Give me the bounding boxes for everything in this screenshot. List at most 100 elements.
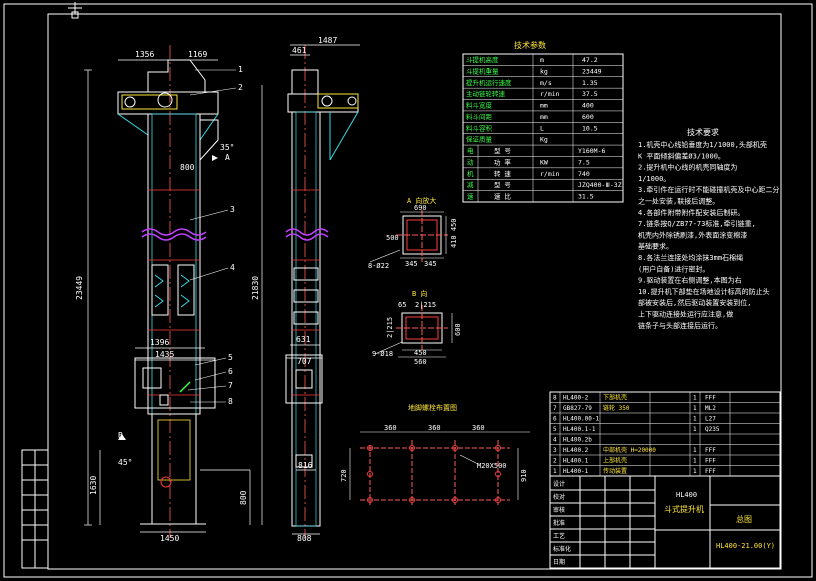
param-value: 47.2 (582, 56, 598, 64)
tech-req-line: 9.驱动装置在右侧调整,本图为右 (638, 276, 742, 285)
foundation-bolt: M20X500 (477, 462, 507, 470)
foundation-720: 720 (340, 469, 348, 482)
bom-code: HL400.1 (563, 458, 589, 465)
motor-name: 型 号 (494, 180, 511, 189)
bom-qty: 1 (693, 395, 697, 402)
title-cell: 批准 (553, 519, 565, 527)
bom-code: HL400.2b (563, 437, 592, 444)
bom-name: 链轮 350 (603, 404, 630, 412)
bom-code: HL400-1 (563, 468, 589, 475)
title-cell: 日期 (553, 558, 565, 566)
bom-no: 3 (553, 447, 557, 454)
view-b-215b: 2|215 (386, 317, 394, 338)
bom-qty: 1 (693, 458, 697, 465)
dim-d800: 800 (180, 163, 195, 172)
title-cell: 审核 (553, 506, 565, 514)
tech-req-line: 8.各法兰连接处均涂抹3mm石棉绳 (638, 253, 743, 262)
motor-value: 7.5 (578, 158, 590, 166)
bom-no: 6 (553, 416, 557, 423)
param-unit: Kg (540, 136, 548, 144)
side-dim-top: 1487 (318, 36, 337, 45)
callout-4: 4 (230, 263, 235, 272)
param-unit: L (540, 124, 544, 132)
dim-angle-45: 45° (118, 458, 132, 467)
tech-req-line: 机壳内外除锈刷漆,外表面涂变棉漆 (638, 230, 747, 239)
motor-group: 速 (467, 193, 474, 201)
bom-note: FFF (705, 395, 716, 402)
foundation-910: 910 (520, 469, 528, 482)
title-cell: 校对 (553, 493, 565, 501)
tech-req-line: 上下驱动连接处运行应注意,做 (638, 310, 733, 319)
tech-req-title: 技术要求 (687, 127, 719, 137)
motor-group: 机 (467, 169, 474, 178)
bom-qty: 1 (693, 416, 697, 423)
motor-name: 速 比 (494, 192, 511, 201)
title-drawing-no: HL400-21.00(Y) (716, 542, 775, 550)
foundation-title: 地脚螺栓布置图 (408, 403, 457, 412)
bom-note: Q235 (705, 426, 720, 433)
param-value: 23449 (582, 67, 602, 75)
view-b-560: 560 (414, 358, 427, 366)
side-view (285, 44, 360, 538)
param-name: 料斗宽度 (466, 101, 493, 110)
foundation-360b: 360 (428, 424, 441, 432)
view-a-holes: 8-Ø22 (368, 262, 389, 270)
param-value: 600 (582, 113, 594, 121)
tech-req-line: 1.机壳中心线铅垂度为1/1000,头部机壳 (638, 140, 767, 149)
view-b-65: 65 (398, 301, 406, 309)
bom-qty: 1 (693, 426, 697, 433)
side-dim-816: 816 (298, 461, 313, 470)
foundation-360c: 360 (472, 424, 485, 432)
motor-value: 740 (578, 170, 590, 178)
side-dim-631: 631 (296, 335, 311, 344)
dim-height-total: 23449 (75, 276, 84, 300)
drawing-frame (47, 13, 782, 570)
bom-no: 5 (553, 426, 557, 433)
dim-angle-35: 35° (220, 143, 234, 152)
bom-no: 8 (553, 395, 557, 402)
dim-1450: 1450 (160, 534, 179, 543)
param-value: 400 (582, 102, 594, 110)
bom-code: HL400.1-1 (563, 426, 596, 433)
param-name: 主动链轮转速 (466, 89, 506, 98)
param-value: 37.5 (582, 90, 598, 98)
bom-code: HL400.00-1 (563, 416, 600, 423)
params-title: 技术参数 (514, 40, 546, 50)
param-unit: mm (540, 113, 548, 121)
motor-value: JZQ400-Ⅲ-3Z (578, 181, 622, 189)
motor-unit: r/min (540, 170, 560, 178)
bom-qty: 1 (693, 468, 697, 475)
tech-req-line: 7.链条按Q/ZB77-73标准,牵引链重, (638, 219, 756, 228)
title-drawing-name: 总图 (736, 514, 752, 524)
bom-no: 7 (553, 405, 557, 412)
tech-req-line: K 平面倾斜偏差Ø3/1000。 (638, 151, 725, 160)
title-cell: 设计 (553, 480, 565, 488)
view-a-690: 690 (414, 204, 427, 212)
params-table (462, 53, 624, 203)
dim-top-left: 1356 (135, 50, 154, 59)
motor-group: 减 (467, 180, 474, 189)
param-unit: mm (540, 102, 548, 110)
view-b-450: 450 (414, 349, 427, 357)
tech-req-line: 3.牵引件在运行时不能碰撞机壳及中心距二分 (638, 185, 779, 194)
param-unit: kg (540, 67, 548, 75)
param-name: 斗提机高度 (466, 55, 499, 64)
view-b-215: 2|215 (415, 301, 436, 309)
motor-value: 31.5 (578, 193, 594, 201)
bom-note: FFF (705, 468, 716, 475)
bom-no: 1 (553, 468, 557, 475)
param-unit: m (540, 56, 544, 64)
param-name: 料斗容积 (466, 123, 493, 132)
tech-req-line: (用户自备)进行密封。 (638, 264, 709, 273)
title-cell: 工艺 (553, 532, 565, 540)
view-a-345b: 345 (424, 260, 437, 268)
bom-qty: 1 (693, 405, 697, 412)
marker-a: A (225, 153, 230, 162)
callout-8: 8 (228, 397, 233, 406)
motor-group: 电 (467, 146, 474, 155)
dim-1396: 1396 (150, 338, 169, 347)
param-value: 1.35 (582, 79, 598, 87)
title-product: 斗式提升机 (664, 504, 704, 514)
bom-code: HL400-2 (563, 395, 589, 402)
dim-height-mid: 21830 (251, 276, 260, 300)
